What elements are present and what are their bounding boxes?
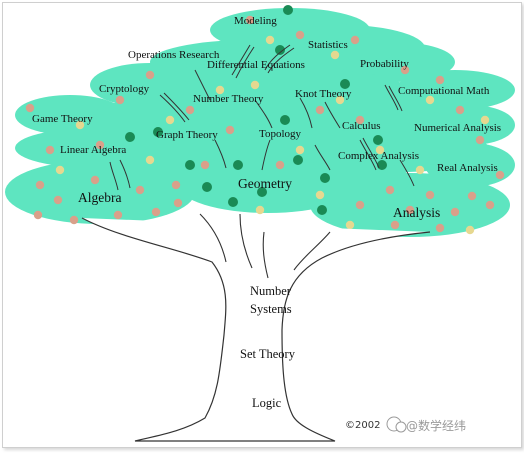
label-algebra: Algebra: [78, 190, 121, 205]
label-modeling: Modeling: [234, 15, 277, 27]
label-number-theory: Number Theory: [193, 93, 264, 105]
canopy: [5, 8, 515, 237]
trunk: [81, 217, 431, 442]
branches: [109, 44, 415, 191]
label-calculus: Calculus: [342, 120, 381, 132]
label-knot-theory: Knot Theory: [295, 88, 352, 100]
copyright-text: ©2002: [345, 420, 380, 431]
label-linear-algebra: Linear Algebra: [60, 144, 126, 156]
label-differential-equations: Differential Equations: [207, 59, 305, 71]
label-probability: Probability: [360, 58, 409, 70]
foundation-labels: Number Systems Set Theory Logic: [240, 284, 296, 410]
label-cryptology: Cryptology: [99, 83, 150, 95]
label-analysis: Analysis: [393, 205, 440, 220]
label-systems: Systems: [250, 302, 292, 316]
label-graph-theory: Graph Theory: [156, 129, 218, 141]
label-real-analysis: Real Analysis: [437, 162, 498, 174]
watermark-handle: @数学经纬: [406, 418, 466, 433]
label-numerical-analysis: Numerical Analysis: [414, 122, 501, 134]
label-operations-research: Operations Research: [128, 49, 220, 61]
branch-labels: Modeling Statistics Operations Research …: [32, 15, 501, 220]
label-number: Number: [250, 284, 292, 298]
canopy-dots: [25, 5, 505, 235]
label-logic: Logic: [252, 396, 282, 410]
label-topology: Topology: [259, 128, 302, 140]
label-computational-math: Computational Math: [398, 85, 490, 97]
label-statistics: Statistics: [308, 39, 348, 51]
label-set-theory: Set Theory: [240, 347, 296, 361]
label-game-theory: Game Theory: [32, 113, 93, 125]
watermark: ©2002 @数学经纬: [345, 416, 466, 433]
label-complex-analysis: Complex Analysis: [338, 150, 419, 162]
label-geometry: Geometry: [238, 176, 292, 191]
